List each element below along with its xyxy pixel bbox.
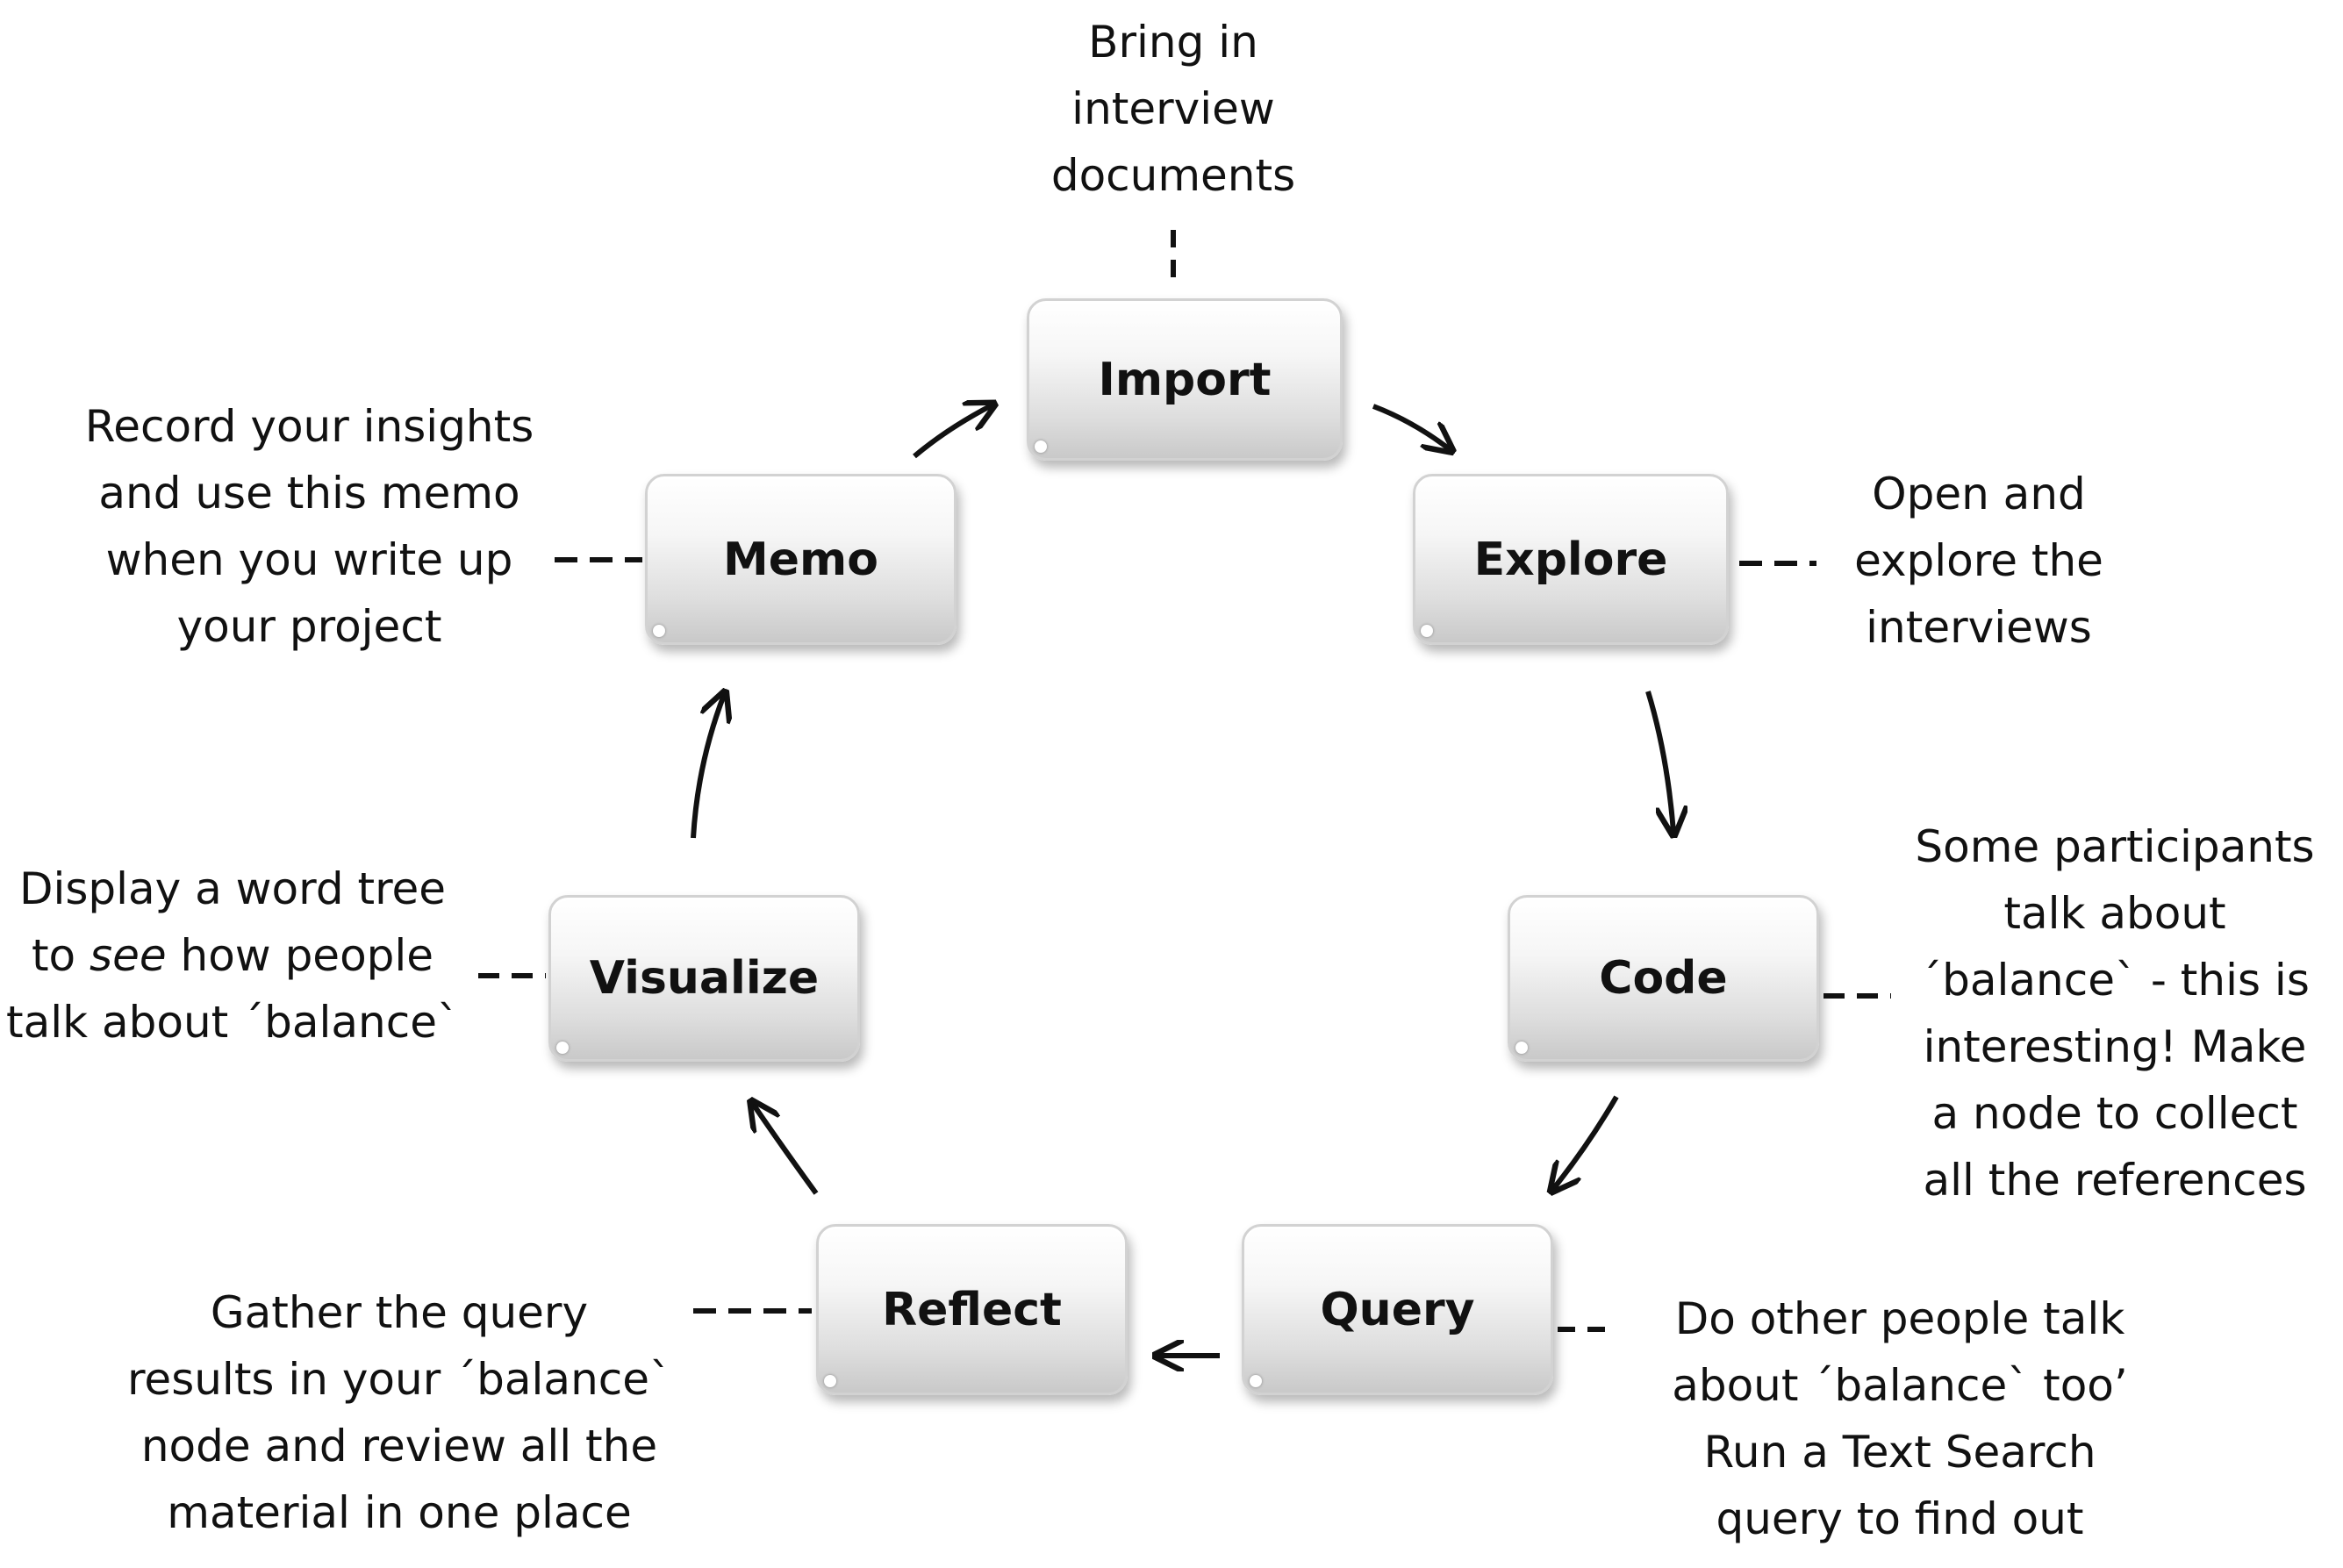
note-text: to bbox=[31, 930, 90, 981]
box-corner-dot bbox=[556, 1042, 569, 1054]
arrow-explore-to-code bbox=[1645, 691, 1673, 832]
note-visualize: Display a word tree to see how people ta… bbox=[4, 856, 461, 1056]
box-corner-dot bbox=[1421, 625, 1433, 637]
note-line: Run a Text Search bbox=[1703, 1427, 2096, 1478]
note-line: a node to collect bbox=[1931, 1088, 2298, 1139]
stage-memo[interactable]: Memo bbox=[645, 474, 957, 645]
stage-query[interactable]: Query bbox=[1242, 1224, 1553, 1395]
note-line: interviews bbox=[1866, 602, 2092, 653]
arrow-import-to-explore bbox=[1372, 404, 1450, 449]
note-text: how people bbox=[166, 930, 434, 981]
note-import: Bring in interview documents bbox=[954, 9, 1393, 209]
stage-code[interactable]: Code bbox=[1508, 895, 1819, 1062]
box-corner-dot bbox=[1250, 1375, 1262, 1387]
box-corner-dot bbox=[824, 1375, 836, 1387]
note-line: your project bbox=[176, 601, 442, 652]
arrow-code-to-query bbox=[1553, 1095, 1619, 1189]
box-corner-dot bbox=[653, 625, 665, 637]
arrow-reflect-to-visualize bbox=[753, 1104, 819, 1195]
note-emphasis: see bbox=[90, 930, 167, 981]
arrow-visualize-to-memo bbox=[691, 695, 724, 839]
note-line: query to find out bbox=[1716, 1493, 2084, 1544]
stage-import-label: Import bbox=[1098, 353, 1272, 406]
stage-import[interactable]: Import bbox=[1027, 298, 1343, 461]
note-line: interesting! Make bbox=[1923, 1021, 2307, 1072]
box-corner-dot bbox=[1515, 1042, 1528, 1054]
note-line: and use this memo bbox=[98, 468, 520, 519]
stage-visualize[interactable]: Visualize bbox=[548, 895, 860, 1062]
note-line: Open and bbox=[1872, 469, 2086, 519]
note-line: Do other people talk bbox=[1674, 1293, 2125, 1344]
note-code: Some participants talk about ´balance` -… bbox=[1887, 813, 2343, 1214]
note-line: Bring in bbox=[1088, 17, 1258, 68]
stage-explore-label: Explore bbox=[1473, 533, 1668, 586]
note-line: about ´balance` too’ bbox=[1672, 1360, 2128, 1411]
note-line-emphasis: to see how people bbox=[4, 922, 461, 989]
note-line: ´balance` - this is bbox=[1920, 955, 2310, 1006]
note-line: all the references bbox=[1923, 1155, 2307, 1206]
note-explore: Open and explore the interviews bbox=[1803, 461, 2154, 661]
note-line: documents bbox=[1050, 150, 1296, 201]
note-line: node and review all the bbox=[140, 1421, 658, 1471]
stage-explore[interactable]: Explore bbox=[1413, 474, 1729, 645]
note-line: material in one place bbox=[167, 1487, 632, 1538]
stage-query-label: Query bbox=[1320, 1283, 1475, 1336]
note-line: Record your insights bbox=[84, 401, 534, 452]
note-line: talk about bbox=[2003, 888, 2226, 939]
note-line: talk about ´balance` bbox=[6, 997, 459, 1048]
note-reflect: Gather the query results in your ´balanc… bbox=[105, 1279, 693, 1546]
note-memo: Record your insights and use this memo w… bbox=[70, 393, 548, 660]
arrow-memo-to-import bbox=[913, 405, 992, 459]
note-line: explore the bbox=[1854, 535, 2103, 586]
note-line: results in your ´balance` bbox=[126, 1354, 672, 1405]
stage-memo-label: Memo bbox=[723, 533, 878, 586]
note-query: Do other people talk about ´balance` too… bbox=[1637, 1285, 2163, 1552]
note-line: Display a word tree bbox=[18, 863, 447, 914]
stage-reflect-label: Reflect bbox=[882, 1283, 1062, 1336]
stage-visualize-label: Visualize bbox=[589, 952, 820, 1005]
note-line: Some participants bbox=[1915, 821, 2315, 872]
stage-code-label: Code bbox=[1599, 952, 1728, 1005]
note-line: Gather the query bbox=[210, 1287, 589, 1338]
box-corner-dot bbox=[1035, 440, 1047, 453]
note-line: interview bbox=[1071, 83, 1275, 134]
stage-reflect[interactable]: Reflect bbox=[816, 1224, 1128, 1395]
note-line: when you write up bbox=[105, 534, 513, 585]
